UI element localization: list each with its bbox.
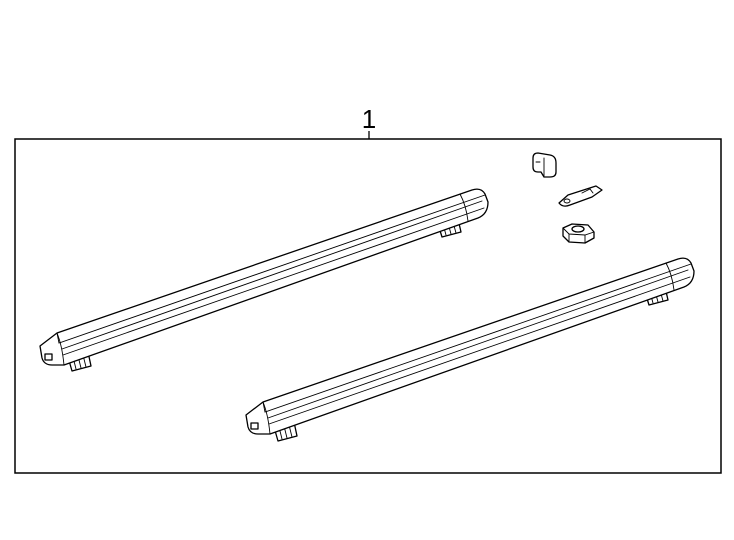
crossbar-rear <box>39 188 489 372</box>
end-cap <box>532 152 557 178</box>
hex-nut <box>562 223 595 244</box>
callout-number: 1 <box>362 104 376 134</box>
mounting-bracket <box>558 185 603 207</box>
crossbar-front <box>245 257 695 442</box>
kit-frame <box>14 138 722 474</box>
